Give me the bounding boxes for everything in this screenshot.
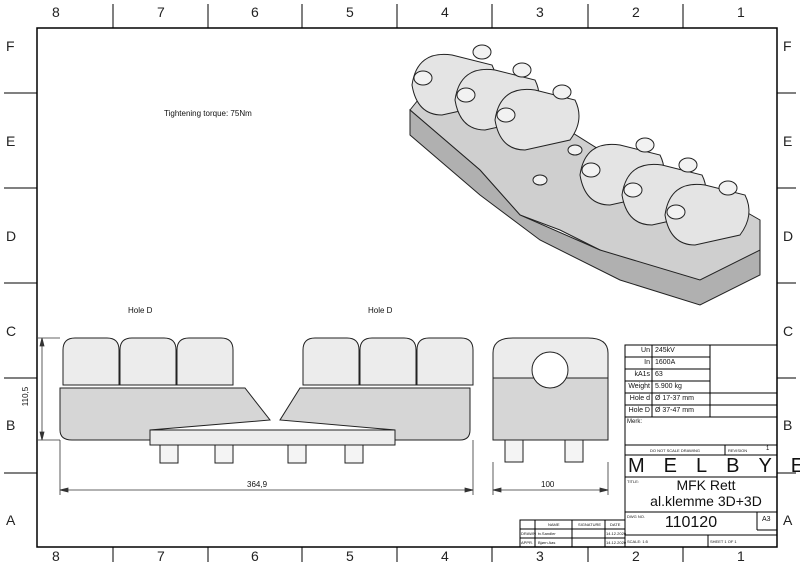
sign-header-name: NAME [548, 522, 560, 527]
zone-col-3-bottom: 3 [536, 548, 544, 564]
title-label: TITLE: [627, 479, 640, 484]
width-dimension: 100 [541, 480, 555, 489]
spec-label: Weight [628, 383, 650, 390]
dwg-no-label: DWG NO. [627, 514, 645, 519]
sheet-size: A3 [762, 516, 771, 523]
zone-row-a: A [6, 512, 16, 528]
zone-row-f: F [6, 38, 15, 54]
company-logo-text: MELBYE [628, 455, 800, 477]
zone-row-f-right: F [783, 38, 792, 54]
do-not-scale-note: DO NOT SCALE DRAWING [650, 448, 701, 453]
front-view [59, 337, 474, 464]
title-block-grid [519, 344, 778, 548]
drawing-title-line2: al.klemme 3D+3D [650, 493, 762, 509]
spec-value: Ø 17-37 mm [655, 395, 694, 402]
revision-value: 1 [766, 446, 770, 452]
zone-row-e: E [6, 133, 16, 149]
spec-value: 63 [655, 371, 663, 378]
spec-label: In [644, 359, 650, 366]
zone-col-7-bottom: 7 [157, 548, 165, 564]
spec-value: 5.900 kg [655, 383, 682, 390]
sign-header-signature: SIGNATURE [578, 522, 602, 527]
zone-col-4: 4 [441, 4, 449, 20]
hole-label-right: Hole D [368, 306, 393, 315]
sign-date: 14.12.2020 [606, 540, 627, 545]
zone-col-5: 5 [346, 4, 354, 20]
drawing-number: 110120 [664, 514, 718, 531]
spec-value: 245kV [655, 347, 675, 354]
zone-col-2-bottom: 2 [632, 548, 640, 564]
drawing-border [36, 27, 778, 548]
spec-label: kA1s [634, 371, 650, 378]
scale: SCALE: 1:5 [627, 539, 648, 544]
revision-label: REVISION [728, 448, 748, 453]
zone-col-8: 8 [52, 4, 60, 20]
zone-row-b: B [6, 417, 16, 433]
length-dimension: 364,9 [247, 480, 268, 489]
height-dimension: 110,5 [21, 386, 31, 407]
zone-row-c-right: C [783, 323, 794, 339]
merk-label: Merk: [627, 419, 642, 425]
zone-dividers [4, 4, 796, 562]
spec-value: Ø 37-47 mm [655, 407, 694, 414]
sign-role: APPR. [521, 540, 534, 545]
zone-col-3: 3 [536, 4, 544, 20]
tightening-torque-note: Tightening torque: 75Nm [164, 109, 252, 118]
sheet-number: SHEET 1 OF 1 [710, 539, 737, 544]
zone-row-d-right: D [783, 228, 794, 244]
sign-name: Bjørn Aas [538, 540, 556, 545]
zone-col-1: 1 [737, 4, 745, 20]
zone-row-b-right: B [783, 417, 793, 433]
spec-label: Hole D [628, 407, 650, 414]
zone-row-a-right: A [783, 512, 793, 528]
zone-col-1-bottom: 1 [737, 548, 745, 564]
sign-role: DRAWN [521, 531, 536, 536]
zone-col-7: 7 [157, 4, 165, 20]
zone-col-8-bottom: 8 [52, 548, 60, 564]
side-view [492, 337, 609, 463]
sign-header-date: DATE [610, 522, 621, 527]
sign-date: 14.12.2020 [606, 531, 627, 536]
zone-col-5-bottom: 5 [346, 548, 354, 564]
drawing-title-line1: MFK Rett [676, 477, 736, 493]
dimension-lines [38, 337, 609, 495]
isometric-view [409, 44, 761, 306]
sign-name: tv.Sandler [538, 531, 556, 536]
spec-value: 1600A [655, 359, 676, 366]
zone-col-4-bottom: 4 [441, 548, 449, 564]
zone-row-e-right: E [783, 133, 793, 149]
zone-col-6: 6 [251, 4, 259, 20]
spec-label: Hole d [629, 395, 650, 402]
zone-col-2: 2 [632, 4, 640, 20]
zone-row-d: D [6, 228, 17, 244]
spec-label: Un [641, 347, 650, 354]
hole-label-left: Hole D [128, 306, 153, 315]
zone-col-6-bottom: 6 [251, 548, 259, 564]
zone-row-c: C [6, 323, 17, 339]
